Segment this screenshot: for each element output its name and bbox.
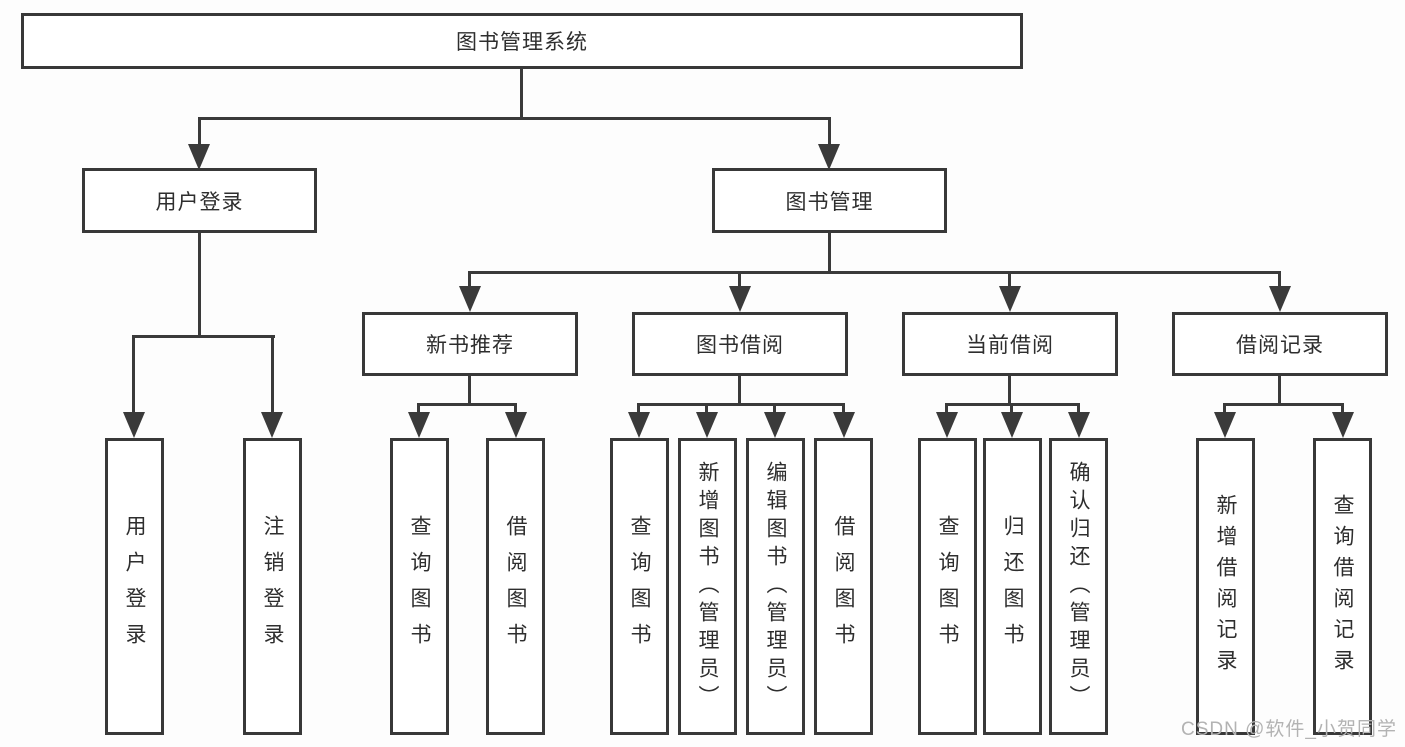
leaf-confirm-return-admin: 确认归还（管理员） bbox=[1049, 438, 1108, 735]
arrowhead-leaf-user-login bbox=[123, 412, 145, 438]
connector-stem-bb-leaf2 bbox=[705, 403, 708, 416]
arrowhead-cb-leaf1 bbox=[936, 412, 958, 438]
arrowhead-borrowing-records bbox=[1269, 286, 1291, 312]
connector-stem-leaf-logout bbox=[271, 335, 274, 416]
node-label: 当前借阅 bbox=[966, 334, 1054, 357]
leaf-return-books: 归还图书 bbox=[983, 438, 1042, 735]
arrowhead-bb-leaf1 bbox=[628, 412, 650, 438]
leaf-label: 查询图书 bbox=[408, 514, 431, 659]
arrowhead-bb-leaf4 bbox=[833, 412, 855, 438]
leaf-label: 借阅图书 bbox=[504, 514, 527, 659]
leaf-label: 借阅图书 bbox=[832, 514, 855, 659]
connector-stem-rc-leaf1 bbox=[1223, 403, 1226, 416]
arrowhead-rc-leaf1 bbox=[1214, 412, 1236, 438]
connector-stem-cb-leaf3 bbox=[1077, 403, 1080, 416]
connector-stem-book-borrowing bbox=[738, 271, 741, 289]
connector-stem-rc-leaf2 bbox=[1341, 403, 1344, 416]
leaf-label: 注销登录 bbox=[261, 514, 284, 659]
node-book-borrowing: 图书借阅 bbox=[632, 312, 848, 376]
node-book-management-branch: 图书管理 bbox=[712, 168, 947, 233]
leaf-query-books-1: 查询图书 bbox=[390, 438, 449, 735]
connector-stem-current-borrowing bbox=[1008, 271, 1011, 289]
arrowhead-bb-leaf3 bbox=[764, 412, 786, 438]
arrowhead-nb-leaf2 bbox=[505, 412, 527, 438]
node-borrowing-records: 借阅记录 bbox=[1172, 312, 1388, 376]
arrowhead-current-borrowing bbox=[999, 286, 1021, 312]
connector-stem-leaf-user-login bbox=[132, 335, 135, 416]
connector-stem-book-management bbox=[828, 117, 831, 148]
leaf-query-borrow-record: 查询借阅记录 bbox=[1313, 438, 1372, 735]
leaf-borrow-books-1: 借阅图书 bbox=[486, 438, 545, 735]
arrowhead-book-borrowing bbox=[729, 286, 751, 312]
node-label: 用户登录 bbox=[155, 190, 244, 214]
connector-bookmgmt-stem bbox=[828, 232, 831, 274]
arrowhead-new-book bbox=[459, 286, 481, 312]
node-label: 借阅记录 bbox=[1236, 334, 1324, 357]
connector-stem-bb-leaf1 bbox=[637, 403, 640, 416]
connector-userlogin-bracket bbox=[132, 335, 275, 338]
connector-root-stem bbox=[520, 68, 523, 119]
leaf-add-books-admin: 新增图书（管理员） bbox=[678, 438, 737, 735]
leaf-edit-books-admin: 编辑图书（管理员） bbox=[746, 438, 805, 735]
leaf-user-login: 用户登录 bbox=[105, 438, 164, 735]
node-new-book-recommendation: 新书推荐 bbox=[362, 312, 578, 376]
arrowhead-leaf-logout bbox=[261, 412, 283, 438]
arrowhead-book-management bbox=[818, 144, 840, 170]
connector-stem-bb-leaf4 bbox=[842, 403, 845, 416]
connector-level2-bracket bbox=[198, 117, 831, 120]
arrowhead-bb-leaf2 bbox=[696, 412, 718, 438]
arrowhead-rc-leaf2 bbox=[1332, 412, 1354, 438]
leaf-add-borrow-record: 新增借阅记录 bbox=[1196, 438, 1255, 735]
connector-current-stem bbox=[1008, 376, 1011, 406]
arrowhead-cb-leaf3 bbox=[1068, 412, 1090, 438]
leaf-logout: 注销登录 bbox=[243, 438, 302, 735]
connector-stem-user-login bbox=[198, 117, 201, 148]
node-label: 图书管理 bbox=[785, 190, 874, 214]
connector-level3-bracket bbox=[468, 271, 1281, 274]
arrowhead-user-login bbox=[188, 144, 210, 170]
node-label: 图书借阅 bbox=[696, 334, 784, 357]
node-label: 图书管理系统 bbox=[456, 31, 588, 54]
connector-stem-borrowing-records bbox=[1278, 271, 1281, 289]
connector-stem-cb-leaf2 bbox=[1010, 403, 1013, 416]
connector-newbook-bracket bbox=[417, 403, 517, 406]
leaf-query-books-2: 查询图书 bbox=[610, 438, 669, 735]
connector-stem-cb-leaf1 bbox=[945, 403, 948, 416]
connector-borrowing-stem bbox=[738, 376, 741, 406]
connector-stem-nb-leaf1 bbox=[417, 403, 420, 416]
connector-userlogin-stem bbox=[198, 233, 201, 338]
node-label: 新书推荐 bbox=[426, 334, 514, 357]
connector-stem-new-book bbox=[468, 271, 471, 289]
node-root-library-management-system: 图书管理系统 bbox=[21, 13, 1023, 69]
leaf-label: 编辑图书（管理员） bbox=[764, 460, 787, 713]
leaf-label: 查询图书 bbox=[936, 514, 959, 659]
connector-stem-nb-leaf2 bbox=[514, 403, 517, 416]
leaf-label: 查询图书 bbox=[628, 514, 651, 659]
leaf-label: 用户登录 bbox=[123, 514, 146, 659]
connector-records-bracket bbox=[1223, 403, 1344, 406]
connector-stem-bb-leaf3 bbox=[773, 403, 776, 416]
arrowhead-cb-leaf2 bbox=[1001, 412, 1023, 438]
node-user-login-branch: 用户登录 bbox=[82, 168, 317, 233]
node-current-borrowing: 当前借阅 bbox=[902, 312, 1118, 376]
arrowhead-nb-leaf1 bbox=[408, 412, 430, 438]
connector-records-stem bbox=[1278, 376, 1281, 406]
leaf-label: 查询借阅记录 bbox=[1331, 493, 1354, 680]
connector-newbook-stem bbox=[468, 376, 471, 406]
csdn-watermark: CSDN @软件_小贺同学 bbox=[1181, 719, 1397, 740]
leaf-borrow-books-2: 借阅图书 bbox=[814, 438, 873, 735]
leaf-label: 新增借阅记录 bbox=[1214, 493, 1237, 680]
leaf-label: 归还图书 bbox=[1001, 514, 1024, 659]
leaf-label: 新增图书（管理员） bbox=[696, 460, 719, 713]
leaf-label: 确认归还（管理员） bbox=[1067, 460, 1090, 713]
connector-borrowing-bracket bbox=[637, 403, 845, 406]
leaf-query-books-3: 查询图书 bbox=[918, 438, 977, 735]
